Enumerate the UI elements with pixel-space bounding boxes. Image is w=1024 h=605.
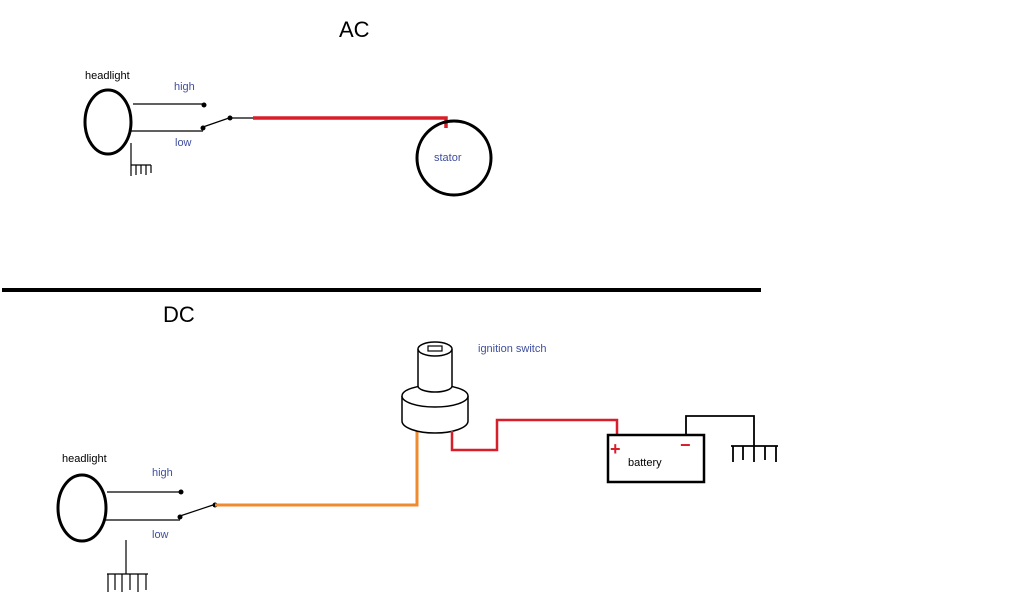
dc-low-label: low [152,529,169,541]
dc-dimmer-switch [179,502,218,517]
ac-high-wire [133,102,207,108]
dc-headlight [56,473,108,543]
dc-ignition-label: ignition switch [478,343,546,355]
dc-headlight-label: headlight [62,453,107,465]
dc-battery-label: battery [628,457,662,469]
ac-high-label: high [174,81,195,93]
dc-battery [606,433,706,484]
ac-dimmer-switch [202,115,253,128]
dc-battery-ground [731,445,778,462]
dc-high-wire [107,489,184,495]
ac-red-wire [253,116,448,128]
ac-headlight [83,88,133,156]
ac-low-wire [131,125,206,132]
ac-headlight-label: headlight [85,70,130,82]
dc-title: DC [163,302,195,327]
dc-battery-plus: + [610,439,621,459]
dc-headlight-ground [107,540,148,592]
ac-stator [415,119,493,197]
dc-battery-minus: − [680,435,691,455]
dc-red-wire [450,418,619,452]
dc-high-label: high [152,467,173,479]
dc-low-wire [104,514,183,521]
dc-orange-wire [215,431,419,507]
dc-negative-wire [685,415,755,446]
ac-title: AC [339,17,370,42]
ac-low-label: low [175,137,192,149]
ac-ground-symbol [130,143,152,176]
dc-ignition-switch [401,341,469,434]
ac-stator-label: stator [434,152,462,164]
